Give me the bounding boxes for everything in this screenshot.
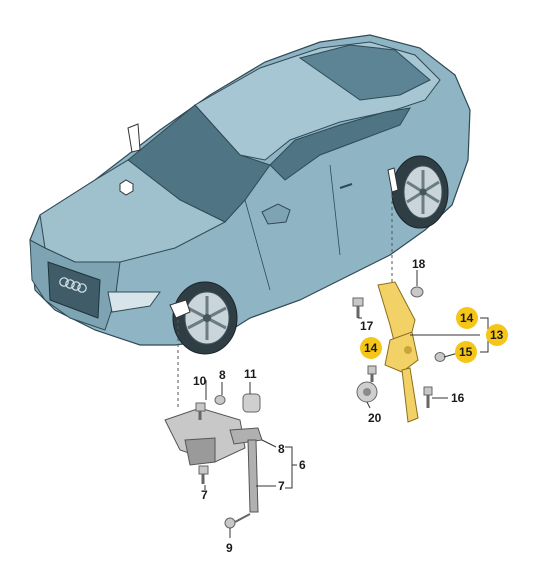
front-sensor-rod: [247, 439, 259, 513]
sensor-marker-front-hex: [119, 179, 134, 196]
car-door-line: [244, 164, 341, 291]
label-9: 9: [226, 541, 233, 555]
label-16: 16: [451, 391, 465, 405]
label-15: 15: [459, 345, 473, 359]
bolt-10: [195, 402, 206, 420]
callout-15-highlight: [455, 341, 477, 363]
label-18: 18: [412, 257, 426, 271]
callout-14-left-highlight: [360, 337, 382, 359]
car-door-handle: [339, 183, 353, 189]
bolt-7: [198, 465, 209, 484]
bolt-16: [423, 386, 433, 408]
nut-18: [410, 286, 424, 298]
front-sensor-body: [184, 437, 216, 466]
leader-lines: [177, 195, 393, 410]
front-level-sensor: [164, 393, 263, 529]
car-side-window: [269, 107, 411, 181]
label-11: 11: [244, 367, 257, 381]
sensor-marker-front-axle: [169, 299, 191, 319]
car-side-mirror: [261, 203, 291, 225]
label-17: 17: [360, 319, 374, 333]
label-10: 10: [193, 374, 207, 388]
sensor-marker-front-arrow: [127, 123, 141, 153]
callout-labels: 18 17 14 13 14 15 16 20 10 8 11 8 6 7 7 …: [193, 257, 508, 555]
nut-15: [434, 352, 446, 362]
bolt-17: [352, 297, 364, 318]
label-13: 13: [490, 328, 504, 342]
label-7-bracket: 7: [278, 479, 285, 493]
label-6: 6: [299, 458, 306, 472]
label-14-top: 14: [460, 311, 474, 325]
rear-level-sensor: [352, 281, 446, 423]
bushing-20: [356, 381, 378, 403]
sensor-marker-rear: [387, 167, 399, 193]
bushing-11: [242, 393, 261, 413]
nut-9: [224, 513, 251, 529]
car-rear-window: [298, 44, 431, 101]
callout-14-top-highlight: [456, 307, 478, 329]
front-sensor-arm: [229, 427, 263, 445]
rear-sensor-body: [384, 331, 419, 373]
label-20: 20: [368, 411, 382, 425]
car-illustration: [29, 34, 471, 355]
rear-sensor-pivot: [404, 346, 412, 354]
car-rear-wheel: [391, 155, 449, 229]
car-headlight: [107, 291, 161, 313]
label-7: 7: [201, 488, 208, 502]
rear-sensor-link: [401, 367, 419, 423]
callout-13-highlight: [486, 324, 508, 346]
label-14-left: 14: [364, 341, 378, 355]
audi-rings-logo: [59, 277, 87, 293]
car-front-wheel: [172, 281, 238, 355]
label-8-bracket: 8: [278, 442, 285, 456]
bolt-14-rear: [367, 365, 377, 382]
label-8-top: 8: [219, 368, 226, 382]
nut-8-top: [214, 395, 226, 405]
